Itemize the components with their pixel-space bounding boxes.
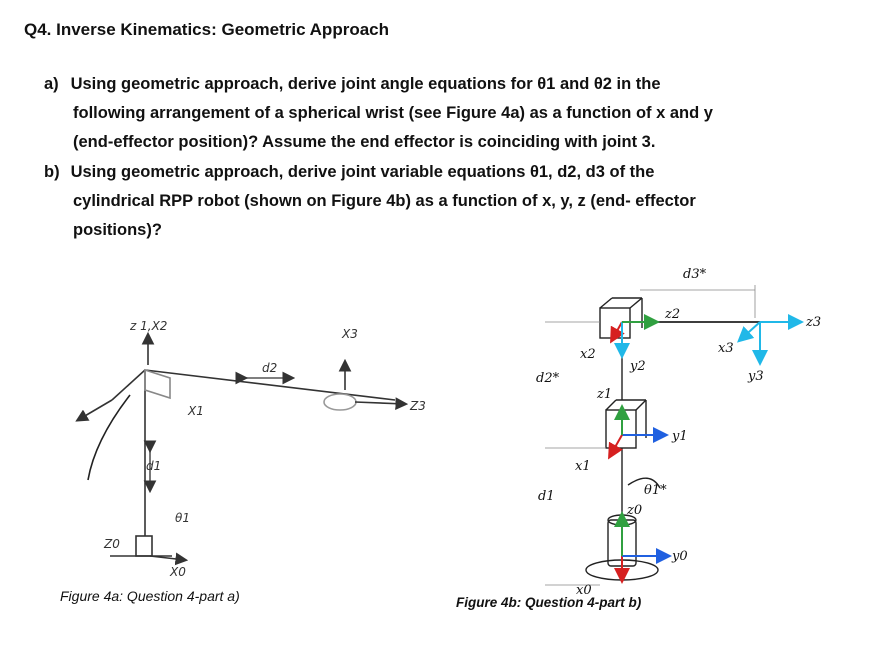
label-b-y0: y0 [671,549,688,564]
label-b-z0: z0 [626,503,642,518]
label-b-x3: x3 [718,341,734,356]
figure-b-axes [608,314,804,584]
part-a-line2: following arrangement of a spherical wri… [73,104,713,122]
label-b-y1: y1 [671,429,688,444]
label-a-d2: d2 [262,361,277,375]
label-b-y3: y3 [747,369,764,384]
figure-a-labels: z 1,X2 X3 d2 Z3 X1 d1 θ1 Z0 X0 [103,319,426,579]
part-a-text: a) Using geometric approach, derive join… [44,70,844,157]
part-b-text: b) Using geometric approach, derive join… [44,158,844,245]
label-b-z2: z2 [664,307,680,322]
label-b-d3: d3* [683,267,707,282]
label-b-theta1: θ1* [644,483,667,498]
part-a-label: a) [44,75,59,93]
part-a-line1: Using geometric approach, derive joint a… [70,75,661,93]
figure-a-sketch [75,331,409,566]
label-b-x2: x2 [580,347,596,362]
label-a-z1x2: z 1,X2 [129,319,167,333]
figure-b-labels: d3* z2 z3 x2 y2 x3 y3 d2* z1 y1 x1 d1 θ1… [536,267,821,598]
figure-a-caption: Figure 4a: Question 4-part a) [60,588,240,604]
label-a-x0: X0 [169,565,186,579]
part-b-line3: positions)? [73,221,162,239]
label-b-d1: d1 [538,489,555,504]
label-a-z0: Z0 [103,537,120,551]
base-block [135,535,153,557]
part-a-line3: (end-effector position)? Assume the end … [73,133,656,151]
label-a-x3: X3 [341,327,358,341]
label-b-x0: x0 [576,583,592,598]
label-a-d1: d1 [146,459,161,473]
part-b-line1: Using geometric approach, derive joint v… [70,163,655,181]
part-b-line2: cylindrical RPP robot (shown on Figure 4… [73,192,696,210]
label-b-x1: x1 [575,459,591,474]
label-b-z3: z3 [805,315,821,330]
label-b-d2: d2* [536,371,560,386]
label-b-y2: y2 [629,359,646,374]
label-a-theta1: θ1 [175,511,190,525]
figure-b-caption: Figure 4b: Question 4-part b) [456,595,642,610]
part-b-label: b) [44,163,60,181]
label-b-z1: z1 [596,387,612,402]
label-a-x1: X1 [187,404,204,418]
question-title: Q4. Inverse Kinematics: Geometric Approa… [24,20,389,39]
label-a-z3: Z3 [409,399,426,413]
